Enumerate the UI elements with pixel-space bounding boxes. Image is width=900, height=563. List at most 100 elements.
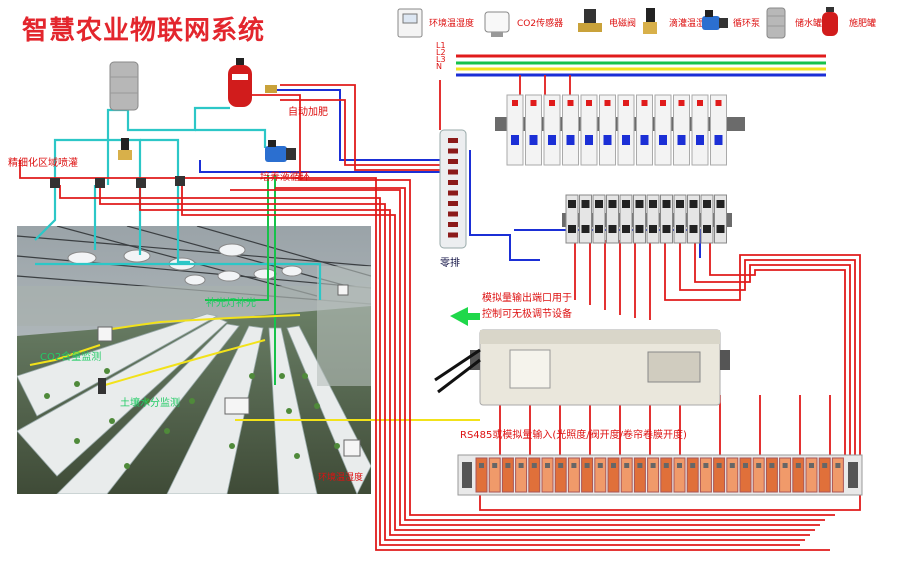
neutral-terminal: [448, 201, 458, 206]
terminal-block: [457, 454, 863, 496]
terminal-slot: [528, 457, 541, 493]
legend-item-pump: 循环泵: [699, 6, 761, 40]
neutral-terminal: [448, 169, 458, 175]
power-line-labels: L1 L2 L3 N: [436, 41, 446, 71]
relay-module: [687, 194, 700, 244]
drip-valve: [118, 138, 132, 160]
circuit-breaker: [691, 94, 709, 166]
relay-module: [660, 194, 673, 244]
neutral-terminal: [448, 211, 458, 217]
label-env-temp-humidity: 环境温湿度: [318, 473, 364, 483]
terminal-slot: [488, 457, 501, 493]
terminal-slot: [633, 457, 646, 493]
circuit-breaker: [617, 94, 635, 166]
relay-module: [606, 194, 619, 244]
terminal-slot: [726, 457, 739, 493]
label-rs485-input: RS485或模拟量输入(光照度/阀开度/卷帘卷膜开度): [460, 430, 687, 441]
legend-item-env-sensor: 环境温湿度: [395, 6, 474, 40]
legend-label: 滴灌温湿度: [669, 19, 715, 29]
legend-label: 储水罐: [795, 19, 823, 29]
label-precision-irrigation: 精细化区域喷灌: [8, 158, 78, 169]
circuit-breaker: [525, 94, 542, 166]
power-line-label: L2: [436, 48, 446, 57]
label-analog-output: 模拟量输出端口用于: [482, 293, 572, 304]
legend-label: 环境温湿度: [429, 19, 475, 29]
relay-module: [714, 194, 727, 244]
neutral-terminal: [448, 159, 458, 164]
legend-item-drip: 滴灌温湿度: [635, 6, 715, 40]
terminal-slot: [713, 457, 726, 493]
neutral-terminal: [448, 190, 458, 196]
terminal-slot: [594, 457, 607, 493]
co2-sensor-icon: [484, 11, 510, 37]
legend-item-valve: 电磁阀: [575, 6, 637, 40]
relay-module: [619, 194, 633, 244]
plc-controller: [434, 329, 730, 406]
relay-module: [579, 194, 592, 244]
breaker-panel: [495, 94, 745, 166]
legend-label: 施肥罐: [849, 19, 877, 29]
terminal-slot: [647, 457, 660, 493]
circuit-breaker: [710, 94, 727, 166]
terminal-slot: [673, 457, 686, 493]
terminal-slot: [554, 457, 567, 493]
terminal-slot: [581, 457, 594, 493]
diagram-title: 智慧农业物联网系统: [22, 16, 266, 46]
terminal-slot: [686, 457, 699, 493]
relay-module: [700, 194, 714, 244]
neutral-terminal: [448, 138, 458, 143]
terminal-slot: [752, 457, 765, 493]
terminal-slot: [765, 457, 778, 493]
circuit-breaker: [673, 94, 690, 166]
circuit-breaker: [599, 94, 616, 166]
terminal-slot: [567, 457, 580, 493]
power-line-label: L3: [436, 55, 446, 64]
neutral-terminal: [448, 232, 458, 238]
power-line-label: L1: [436, 41, 446, 50]
label-nutrient-circulation: 培养液循环: [260, 172, 310, 183]
circuit-breaker: [636, 94, 653, 166]
fertilizer-tank: [228, 58, 252, 107]
relay-module: [646, 194, 660, 244]
neutral-terminal: [448, 180, 458, 185]
terminal-slot: [475, 457, 488, 493]
circuit-breaker: [506, 94, 524, 166]
circulation-pump: [265, 140, 296, 162]
terminal-slot: [660, 457, 673, 493]
terminal-slot: [739, 457, 752, 493]
terminal-slot: [515, 457, 528, 493]
label-supplement-light: 补光灯补光: [206, 298, 256, 309]
label-soil-moisture: 土壤水分监测: [120, 398, 180, 409]
solenoid-valve-icon: [578, 9, 602, 32]
legend-item-co2: CO2传感器: [481, 6, 567, 40]
arrow-icon: [450, 307, 480, 326]
legend-label: CO2传感器: [517, 19, 564, 29]
power-line-label: N: [436, 62, 442, 71]
relay-panel: [562, 194, 732, 244]
relay-module: [565, 194, 579, 244]
neutral-terminal: [448, 222, 458, 227]
pump-icon: [702, 10, 728, 30]
relay-module: [673, 194, 687, 244]
terminal-slot: [805, 457, 818, 493]
neutral-bar: [439, 129, 467, 249]
power-bus: [456, 54, 826, 77]
circuit-breaker: [562, 94, 579, 166]
terminal-slot: [501, 457, 514, 493]
legend-label: 循环泵: [733, 19, 761, 29]
drip-sensor-icon: [643, 8, 657, 34]
circuit-breaker: [580, 94, 598, 166]
terminal-slot: [699, 457, 712, 493]
water-storage-tank: [109, 61, 139, 111]
sensor-box-icon: [397, 8, 423, 38]
terminal-slot: [620, 457, 633, 493]
legend-label: 电磁阀: [609, 19, 637, 29]
terminal-slot: [831, 457, 844, 493]
terminal-slot: [818, 457, 831, 493]
label-analog-output-2: 控制可无极调节设备: [482, 309, 572, 320]
label-co2-monitor: CO2含量监测: [40, 352, 102, 363]
solenoid-valves: [50, 85, 277, 188]
component-legend: 环境温湿度 CO2传感器 电磁阀 滴灌温湿度: [395, 6, 876, 40]
label-auto-fertilize: 自动加肥: [288, 107, 328, 118]
